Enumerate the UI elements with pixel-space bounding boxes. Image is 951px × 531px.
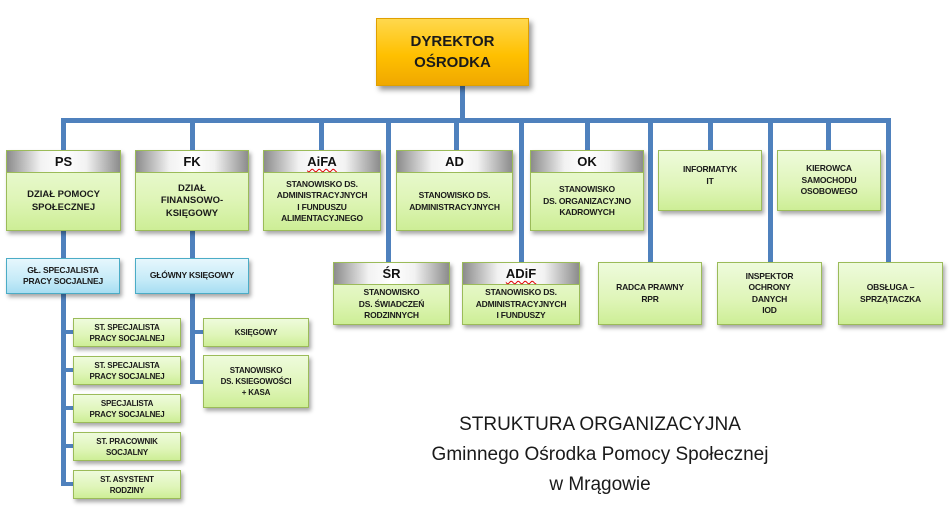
ps-staff-item[interactable]: ST. SPECJALISTA PRACY SOCJALNEJ [73, 356, 181, 385]
unit-code: AD [397, 151, 512, 173]
unit-label: STANOWISKO DS. ŚWIADCZEŃ RODZINNYCH [358, 287, 425, 321]
ps-staff-label: ST. ASYSTENT RODZINY [100, 474, 154, 495]
connector-ps-staff-2 [61, 406, 74, 410]
unit-code: OK [531, 151, 643, 173]
unit-label: RADCA PRAWNY RPR [616, 282, 684, 304]
title-line-3: w Mrągowie [549, 474, 651, 495]
unit-code: FK [136, 151, 248, 173]
unit-label: KIEROWCA SAMOCHODU OSOBOWEGO [800, 163, 858, 197]
ps-staff-item[interactable]: ST. SPECJALISTA PRACY SOCJALNEJ [73, 318, 181, 347]
unit-kierowca[interactable]: KIEROWCA SAMOCHODU OSOBOWEGO [777, 150, 881, 211]
unit-label: OBSŁUGA – SPRZĄTACZKA [860, 282, 921, 304]
unit-label: STANOWISKO DS. ADMINISTRACYJNYCH I FUNDU… [475, 287, 567, 321]
connector-ps-staff-1 [61, 368, 74, 372]
ps-staff-label: SPECJALISTA PRACY SOCJALNEJ [89, 398, 165, 419]
unit-code-text: ADiF [505, 266, 537, 281]
unit-label: INSPEKTOR OCHRONY DANYCH IOD [745, 270, 794, 316]
ps-staff-item[interactable]: ST. PRACOWNIK SOCJALNY [73, 432, 181, 461]
connector-director [460, 86, 465, 122]
connector-ps-spine [61, 294, 66, 486]
unit-label: INFORMATYK IT [682, 164, 738, 186]
ps-head-label: GŁ. SPECJALISTA PRACY SOCJALNEJ [23, 264, 103, 287]
unit-label: STANOWISKO DS. ORGANIZACYJNO KADROWYCH [543, 184, 631, 218]
unit-code: ŚR [334, 263, 449, 285]
ps-staff-label: ST. SPECJALISTA PRACY SOCJALNEJ [89, 360, 165, 381]
unit-label: DZIAŁ POMOCY SPOŁECZNEJ [27, 189, 100, 213]
connector-fk-spine [190, 294, 195, 384]
connector-ps-head [61, 231, 66, 258]
connector-obsluga [886, 118, 891, 262]
unit-code-text: AiFA [307, 154, 337, 169]
connector-fk [190, 118, 195, 150]
connector-aifa [319, 118, 324, 150]
title-line-2: Gminnego Ośrodka Pomocy Społecznej [431, 444, 769, 465]
connector-fk-staff-0 [190, 330, 204, 334]
unit-adif[interactable]: ADiF STANOWISKO DS. ADMINISTRACYJNYCH I … [462, 262, 580, 325]
connector-fk-head [190, 231, 195, 258]
connector-ps-staff-3 [61, 444, 74, 448]
director-box[interactable]: DYREKTOR OŚRODKA [376, 18, 529, 86]
connector-sr [386, 118, 391, 262]
unit-label: STANOWISKO DS. ADMINISTRACYJNYCH I FUNDU… [276, 178, 368, 224]
ps-staff-label: ST. SPECJALISTA PRACY SOCJALNEJ [89, 322, 165, 343]
unit-radca-prawny[interactable]: RADCA PRAWNY RPR [598, 262, 702, 325]
fk-head[interactable]: GŁÓWNY KSIĘGOWY [135, 258, 249, 294]
unit-ok[interactable]: OK STANOWISKO DS. ORGANIZACYJNO KADROWYC… [530, 150, 644, 231]
ps-head[interactable]: GŁ. SPECJALISTA PRACY SOCJALNEJ [6, 258, 120, 294]
connector-main-bus [61, 118, 891, 123]
unit-iod[interactable]: INSPEKTOR OCHRONY DANYCH IOD [717, 262, 822, 325]
unit-aifa[interactable]: AiFA STANOWISKO DS. ADMINISTRACYJNYCH I … [263, 150, 381, 231]
connector-rpr [648, 118, 653, 262]
fk-staff-label: KSIĘGOWY [234, 328, 278, 337]
ps-staff-item[interactable]: ST. ASYSTENT RODZINY [73, 470, 181, 499]
ps-staff-item[interactable]: SPECJALISTA PRACY SOCJALNEJ [73, 394, 181, 423]
connector-ps-staff-0 [61, 330, 74, 334]
unit-code: ADiF [463, 263, 579, 285]
connector-it [708, 118, 713, 150]
unit-code: PS [7, 151, 120, 173]
connector-ad [454, 118, 459, 150]
unit-fk[interactable]: FK DZIAŁ FINANSOWO- KSIĘGOWY [135, 150, 249, 231]
unit-label: DZIAŁ FINANSOWO- KSIĘGOWY [160, 182, 224, 219]
fk-staff-label: STANOWISKO DS. KSIEGOWOŚCI + KASA [220, 366, 292, 397]
connector-fk-staff-1 [190, 380, 204, 384]
unit-code: AiFA [264, 151, 380, 173]
connector-iod [768, 118, 773, 262]
fk-head-label: GŁÓWNY KSIĘGOWY [149, 270, 235, 281]
unit-obsluga[interactable]: OBSŁUGA – SPRZĄTACZKA [838, 262, 943, 325]
connector-ps-staff-4 [61, 482, 74, 486]
fk-staff-item[interactable]: KSIĘGOWY [203, 318, 309, 347]
unit-informatyk[interactable]: INFORMATYK IT [658, 150, 762, 211]
unit-ps[interactable]: PS DZIAŁ POMOCY SPOŁECZNEJ [6, 150, 121, 231]
chart-title: STRUKTURA ORGANIZACYJNA Gminnego Ośrodka… [398, 410, 802, 500]
unit-label: STANOWISKO DS. ADMINISTRACYJNYCH [409, 190, 500, 212]
title-line-1: STRUKTURA ORGANIZACYJNA [459, 414, 741, 435]
unit-sr[interactable]: ŚR STANOWISKO DS. ŚWIADCZEŃ RODZINNYCH [333, 262, 450, 325]
ps-staff-label: ST. PRACOWNIK SOCJALNY [96, 436, 158, 457]
connector-ps [61, 118, 66, 150]
connector-adif [519, 118, 524, 262]
connector-kierowca [826, 118, 831, 150]
fk-staff-item[interactable]: STANOWISKO DS. KSIEGOWOŚCI + KASA [203, 355, 309, 408]
unit-ad[interactable]: AD STANOWISKO DS. ADMINISTRACYJNYCH [396, 150, 513, 231]
connector-ok [585, 118, 590, 150]
